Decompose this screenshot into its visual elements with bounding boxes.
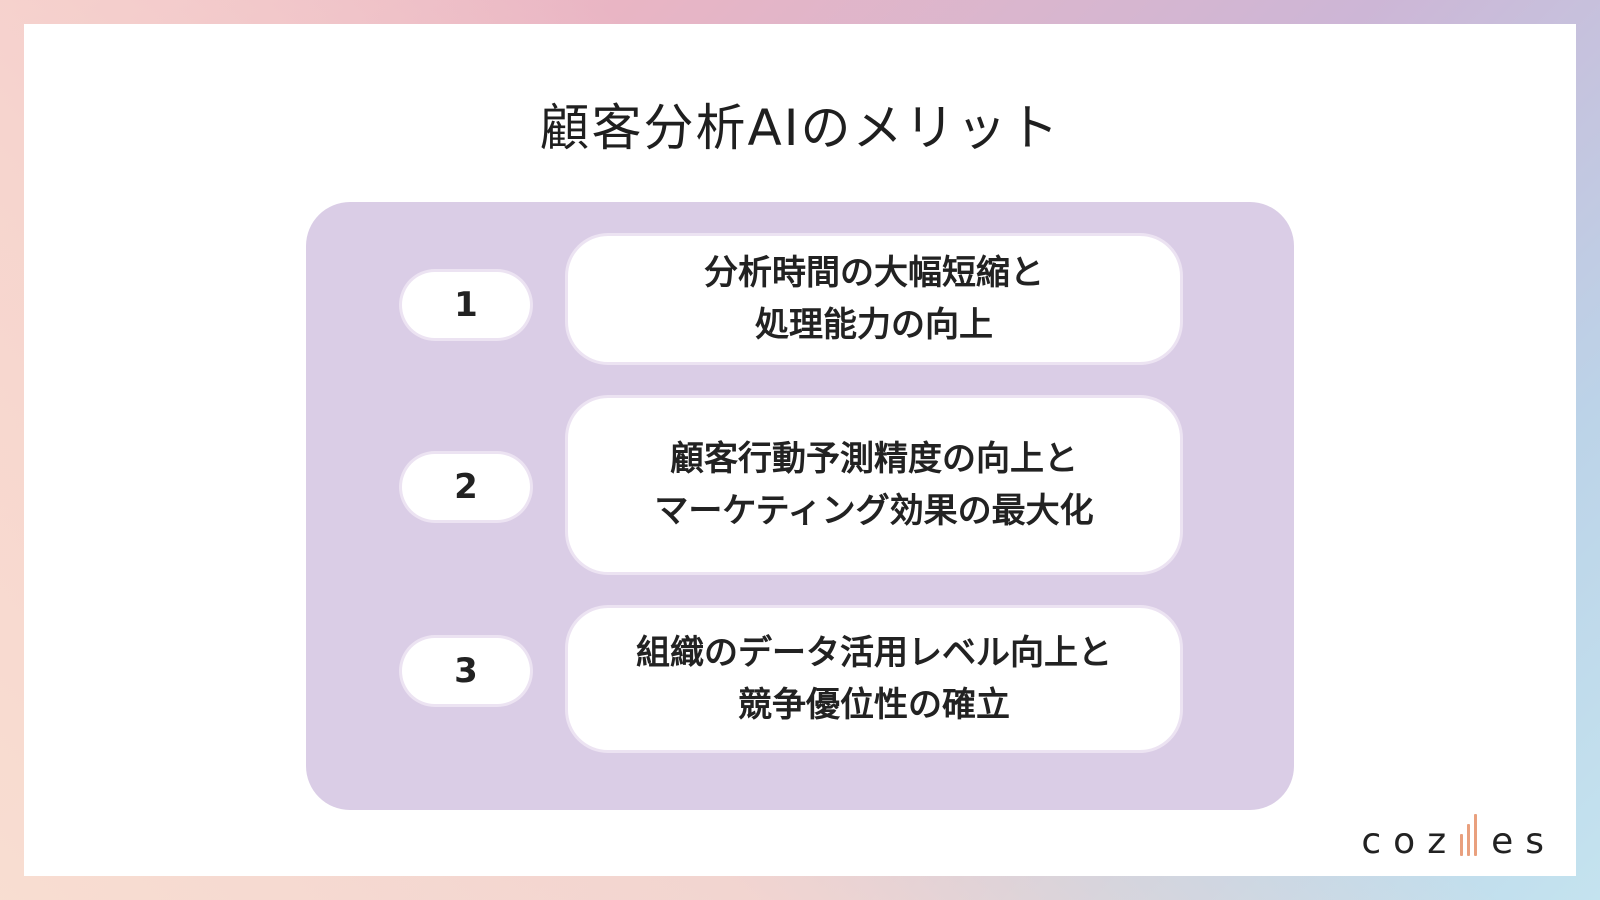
item-2-line-2: マーケティング効果の最大化 <box>654 491 1094 531</box>
item-box-3: 組織のデータ活用レベル向上と 競争優位性の確立 <box>568 608 1180 750</box>
page-title: 顧客分析AIのメリット <box>539 99 1061 157</box>
item-3-line-2: 競争優位性の確立 <box>738 685 1010 725</box>
item-3-line-1: 組織のデータ活用レベル向上と <box>636 633 1112 673</box>
item-1-line-2: 処理能力の向上 <box>755 305 993 345</box>
logo-text-left: coz <box>1361 821 1459 862</box>
item-number-2: 2 <box>402 454 530 520</box>
item-1-line-1: 分析時間の大幅短縮と <box>704 253 1044 293</box>
logo-bars-icon <box>1460 814 1478 856</box>
item-2-line-1: 顧客行動予測精度の向上と <box>670 439 1078 479</box>
logo-text-right: es <box>1491 821 1556 862</box>
item-box-1: 分析時間の大幅短縮と 処理能力の向上 <box>568 236 1180 362</box>
item-box-2: 顧客行動予測精度の向上と マーケティング効果の最大化 <box>568 398 1180 572</box>
item-number-1: 1 <box>402 272 530 338</box>
item-number-3: 3 <box>402 638 530 704</box>
brand-logo: coz es <box>1361 814 1556 862</box>
